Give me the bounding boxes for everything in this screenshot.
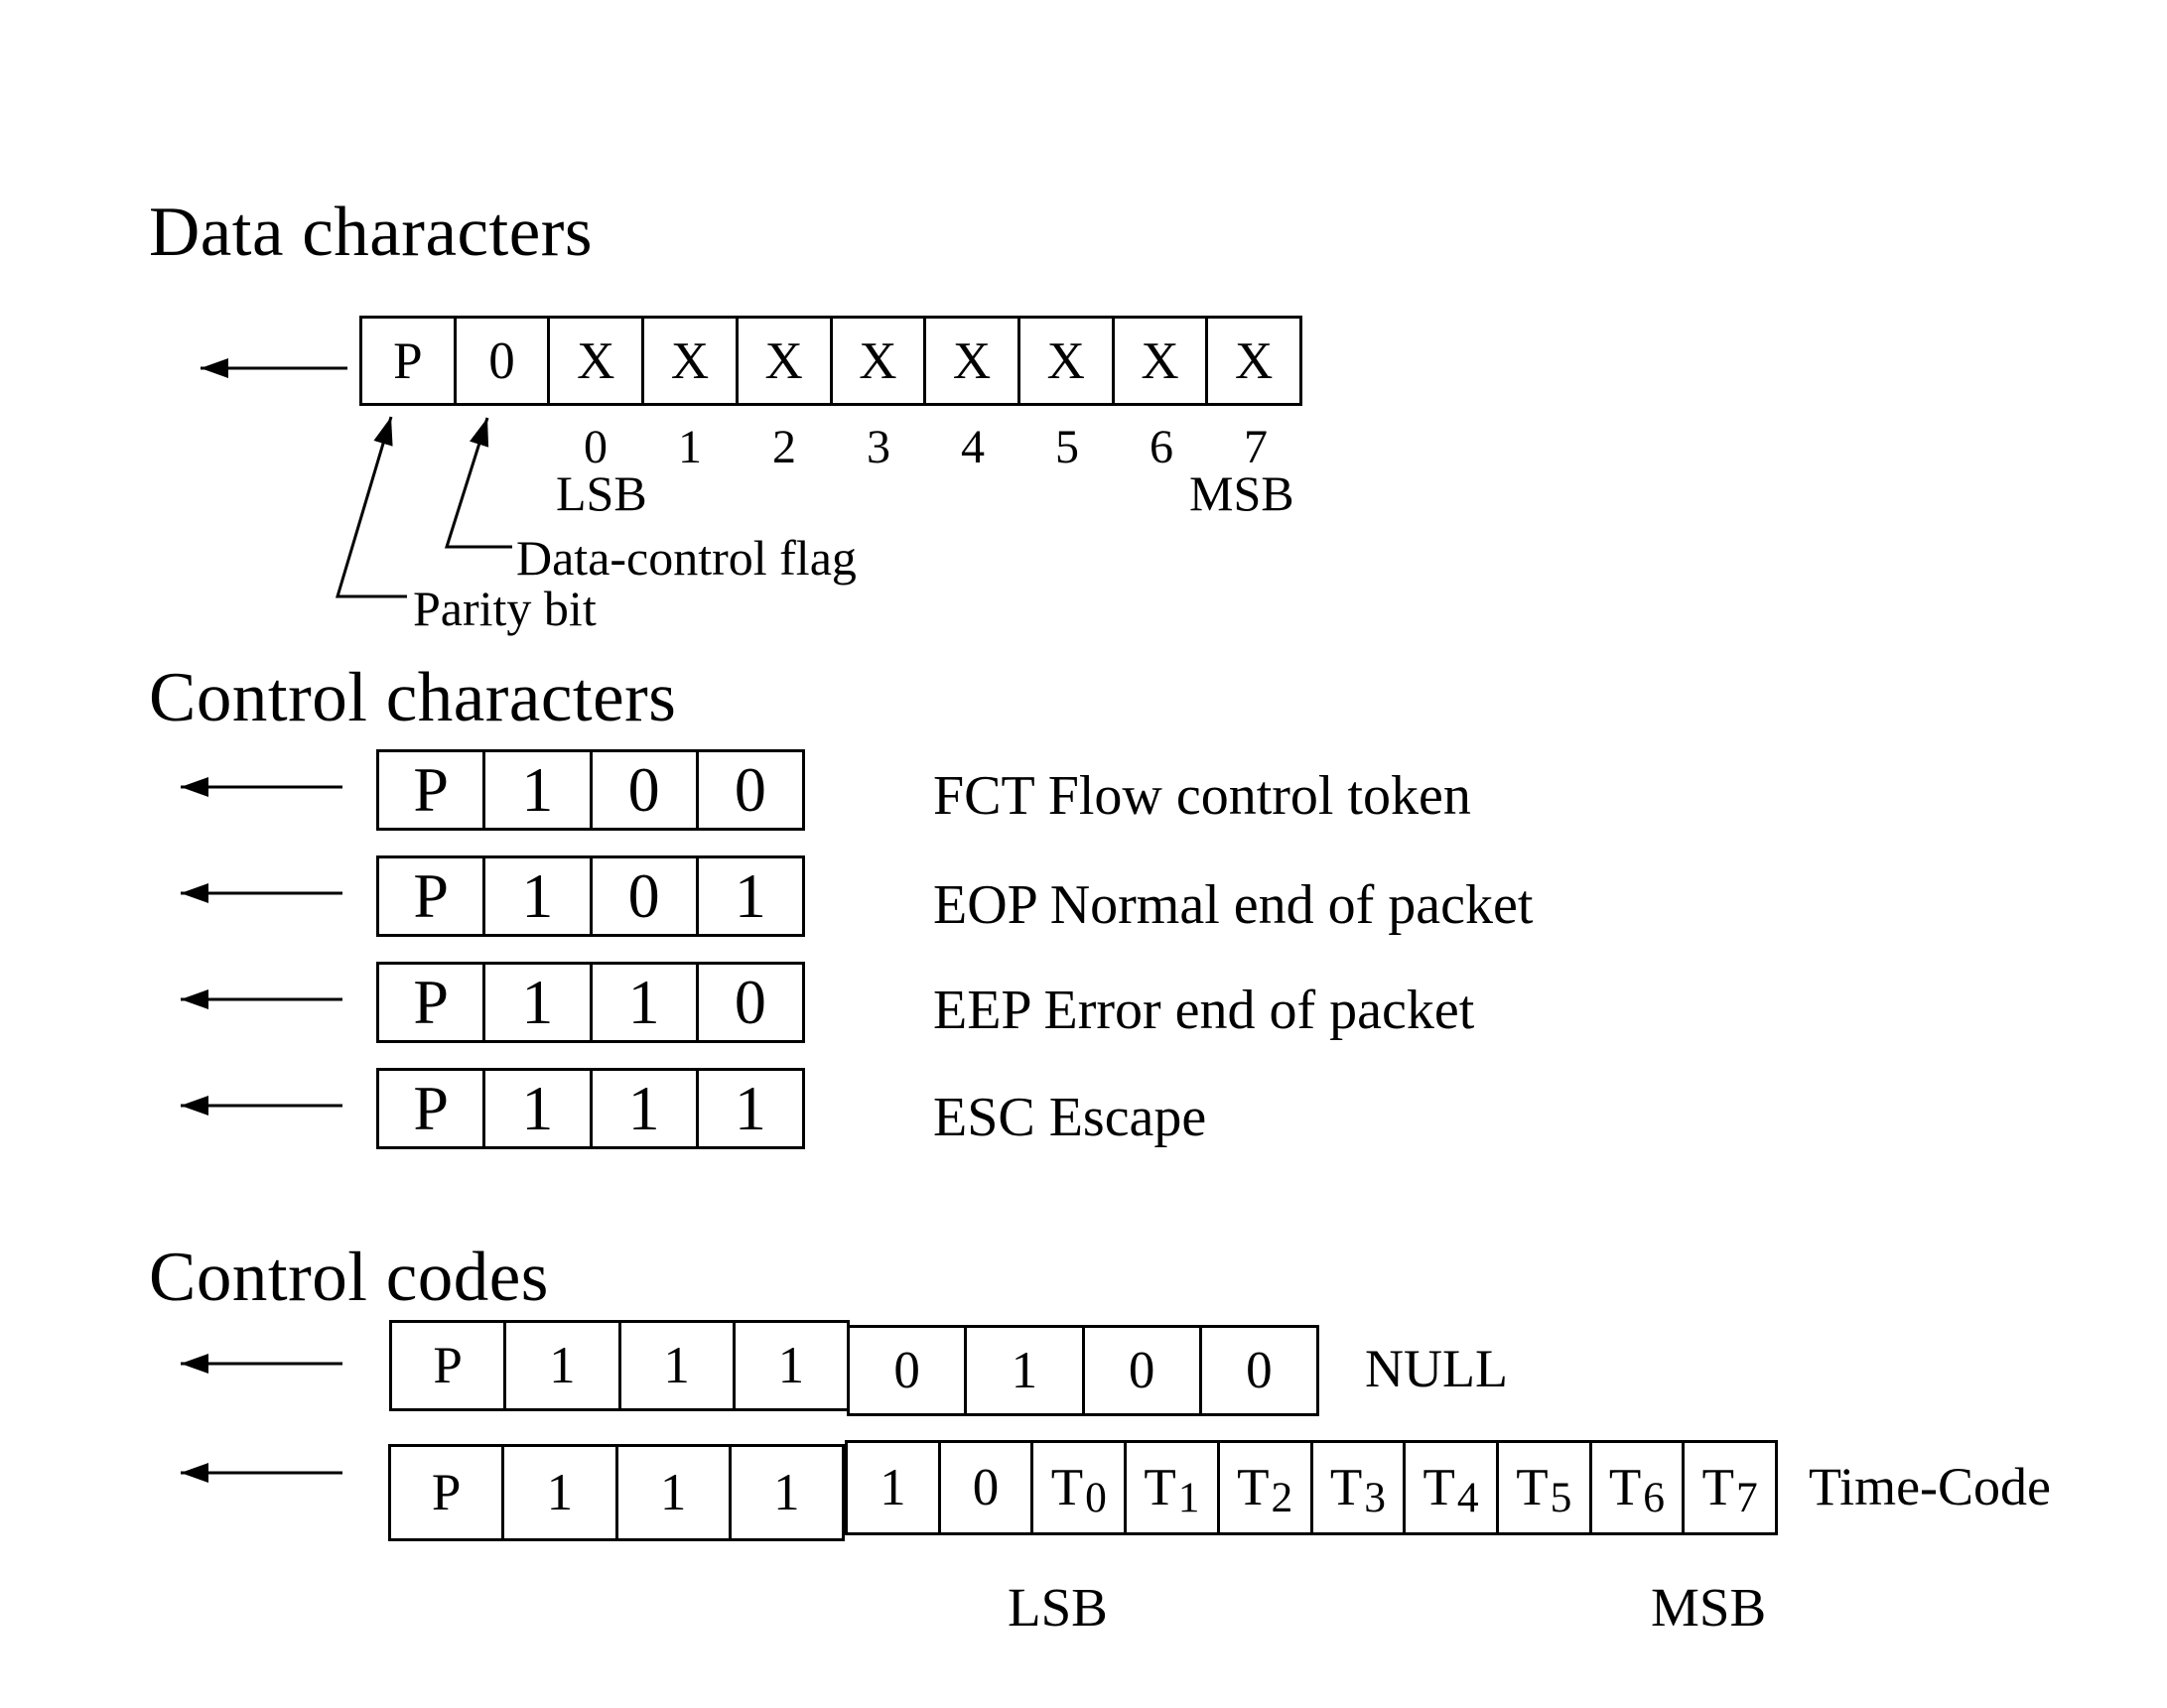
- cell-parity: P: [393, 331, 423, 390]
- bit-cell: 0: [937, 1443, 1031, 1532]
- cell-data-bit-6: X: [1111, 319, 1206, 403]
- bit-cell: P: [413, 754, 449, 825]
- bit-cell: P: [413, 1073, 449, 1143]
- bit-cell: 1: [880, 1459, 906, 1516]
- timecode-bit-row-group1: P 1 1 1: [388, 1444, 845, 1541]
- msb-label-bottom: MSB: [1651, 1577, 1767, 1638]
- t-subscript: 7: [1736, 1473, 1758, 1521]
- eop-label: EOP Normal end of packet: [933, 874, 1534, 936]
- t-base: T: [1237, 1459, 1270, 1516]
- bit-cell: 1: [732, 1323, 847, 1408]
- t-base: T: [1516, 1459, 1549, 1516]
- t-base: T: [1608, 1459, 1642, 1516]
- bit-number-2: 2: [772, 421, 796, 473]
- data-control-flag-label: Data-control flag: [516, 530, 857, 586]
- t-base: T: [1422, 1459, 1455, 1516]
- bit-cell: 1: [617, 1323, 733, 1408]
- data-control-flag-callout-line: [444, 417, 512, 549]
- eop-bit-row: P 1 0 1: [376, 855, 805, 937]
- bit-cell: 1: [964, 1328, 1081, 1413]
- fct-label: FCT Flow control token: [933, 765, 1471, 827]
- bit-cell: 1: [501, 1447, 614, 1538]
- t-subscript: 2: [1271, 1473, 1293, 1521]
- cell-data-bit-2: X: [735, 319, 830, 403]
- t-subscript: 6: [1643, 1473, 1666, 1521]
- bit-number-0: 0: [584, 421, 608, 473]
- bit-cell: 1: [589, 965, 696, 1040]
- eep-bit-row: P 1 1 0: [376, 962, 805, 1043]
- bit-cell: 1: [728, 1447, 842, 1538]
- null-label: NULL: [1365, 1339, 1508, 1398]
- esc-bit-row: P 1 1 1: [376, 1068, 805, 1149]
- esc-label: ESC Escape: [933, 1087, 1207, 1148]
- t-subscript: 5: [1550, 1473, 1572, 1521]
- data-character-bit-row: P 0 X X X X X X X X: [359, 316, 1302, 406]
- t-subscript: 3: [1364, 1473, 1386, 1521]
- t-base: T: [1329, 1459, 1363, 1516]
- bit-cell: 1: [503, 1323, 617, 1408]
- bit-number-6: 6: [1150, 421, 1173, 473]
- cell-data-bit-7: X: [1205, 319, 1299, 403]
- cell-data-bit-1: X: [641, 319, 736, 403]
- t-base: T: [1050, 1459, 1084, 1516]
- bit-cell: P: [431, 1464, 462, 1521]
- bit-cell: 0: [589, 752, 696, 828]
- lsb-label-top: LSB: [556, 465, 647, 521]
- bit-number-3: 3: [867, 421, 890, 473]
- bit-cell: 1: [482, 1071, 589, 1146]
- bit-cell: 0: [1081, 1328, 1199, 1413]
- timecode-label: Time-Code: [1809, 1457, 2052, 1516]
- control-codes-title: Control codes: [149, 1239, 549, 1316]
- bit-cell: 0: [1198, 1328, 1316, 1413]
- cell-data-control-flag: 0: [453, 319, 548, 403]
- bit-cell: 0: [695, 965, 802, 1040]
- bit-cell: 1: [614, 1447, 729, 1538]
- t-subscript: 4: [1456, 1473, 1479, 1521]
- cell-data-bit-3: X: [829, 319, 924, 403]
- bit-cell: 0: [589, 858, 696, 934]
- bit-cell: 0: [695, 752, 802, 828]
- t-subscript: 0: [1085, 1473, 1107, 1521]
- eep-label: EEP Error end of packet: [933, 980, 1475, 1041]
- fct-bit-row: P 1 0 0: [376, 749, 805, 831]
- data-characters-title: Data characters: [149, 194, 593, 271]
- cell-data-bit-4: X: [923, 319, 1017, 403]
- cell-data-bit-5: X: [1016, 319, 1112, 403]
- control-characters-title: Control characters: [149, 659, 677, 736]
- bit-number-7: 7: [1244, 421, 1268, 473]
- bit-cell: 1: [482, 858, 589, 934]
- bit-cell: 1: [482, 752, 589, 828]
- t-base: T: [1701, 1459, 1734, 1516]
- bit-number-1: 1: [678, 421, 702, 473]
- parity-bit-callout-line: [335, 416, 407, 598]
- t-subscript: 1: [1177, 1473, 1200, 1521]
- null-bit-row-group1: P 1 1 1: [389, 1320, 850, 1411]
- bit-cell: P: [413, 967, 449, 1037]
- bit-cell: P: [433, 1337, 463, 1394]
- msb-label-top: MSB: [1189, 465, 1294, 521]
- bit-cell: 1: [482, 965, 589, 1040]
- bit-cell: 1: [695, 858, 802, 934]
- bit-cell: 1: [695, 1071, 802, 1146]
- lsb-label-bottom: LSB: [1008, 1577, 1108, 1638]
- cell-data-bit-0: X: [547, 319, 641, 403]
- t-base: T: [1144, 1459, 1176, 1516]
- bit-number-4: 4: [961, 421, 985, 473]
- null-bit-row-group2: 0 1 0 0: [847, 1325, 1319, 1416]
- bit-number-5: 5: [1055, 421, 1079, 473]
- bit-cell: P: [413, 860, 449, 931]
- parity-bit-label: Parity bit: [413, 581, 597, 636]
- bit-cell: 0: [893, 1342, 920, 1399]
- bit-cell: 1: [589, 1071, 696, 1146]
